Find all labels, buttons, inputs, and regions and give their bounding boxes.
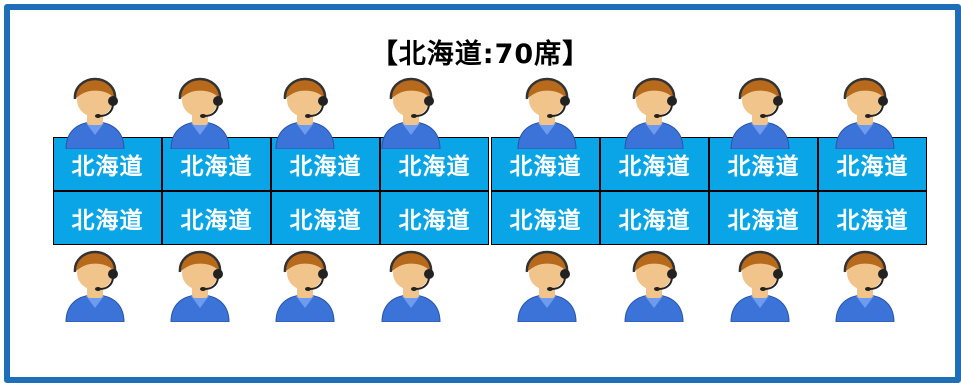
seat-block-right: 北海道 北海道 北海道 北海道 北海道 北海道 北海道 北海道 [491,137,927,245]
operator-headset-icon [268,73,342,149]
operator-headset-icon [828,73,902,149]
seat: 北海道 [710,192,817,244]
operator-headset-icon [163,73,237,149]
diagram-title: 【北海道:70席】 [370,39,591,70]
seat: 北海道 [492,192,599,244]
operator-headset-icon [617,73,691,149]
operator-headset-icon [58,73,132,149]
seat-block-left: 北海道 北海道 北海道 北海道 北海道 北海道 北海道 北海道 [53,137,489,245]
seat: 北海道 [272,192,379,244]
operator-headset-icon [510,246,584,322]
seat: 北海道 [163,192,270,244]
seat: 北海道 [819,192,926,244]
operator-headset-icon [268,246,342,322]
operator-headset-icon [828,246,902,322]
operator-headset-icon [723,246,797,322]
seat: 北海道 [54,192,161,244]
operator-headset-icon [163,246,237,322]
operator-headset-icon [723,73,797,149]
operator-headset-icon [374,73,448,149]
seat: 北海道 [381,192,488,244]
operator-headset-icon [510,73,584,149]
operator-headset-icon [617,246,691,322]
operator-headset-icon [374,246,448,322]
seat: 北海道 [601,192,708,244]
seat: 北海道 [710,138,817,190]
operator-headset-icon [58,246,132,322]
